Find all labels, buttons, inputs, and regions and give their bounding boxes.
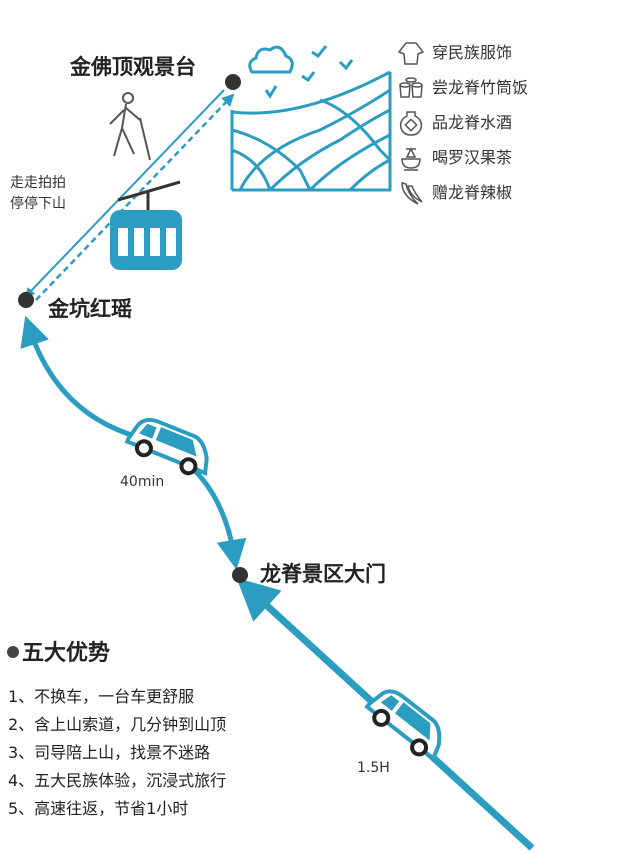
experience-item: 尝龙脊竹筒饭 [398, 75, 528, 101]
experience-item: 品龙脊水酒 [398, 110, 512, 136]
experience-label: 穿民族服饰 [432, 43, 513, 62]
birds-icon [264, 45, 354, 99]
advantage-item: 2、含上山索道，几分钟到山顶 [8, 715, 227, 734]
duration-40min: 40min [120, 474, 165, 490]
gate-dot [232, 567, 248, 583]
wine-jar-icon [399, 111, 423, 136]
cable-line [24, 89, 225, 298]
gate-label: 龙脊景区大门 [260, 562, 386, 586]
experience-item: 赠龙脊辣椒 [398, 180, 512, 206]
advantage-item: 3、司导陪上山，找景不迷路 [8, 743, 211, 762]
cable-note-line-1: 走走拍拍 [10, 175, 66, 191]
cable-car-icon [110, 180, 182, 270]
jinkeng-dot [18, 292, 34, 308]
costume-icon [398, 42, 424, 65]
duration-1-5h: 1.5H [357, 760, 390, 776]
bamboo-rice-icon [399, 77, 423, 98]
tea-cup-icon [401, 147, 421, 171]
experience-label: 赠龙脊辣椒 [432, 183, 513, 202]
summit-dot [225, 74, 241, 90]
cable-note-line-2: 停停下山 [10, 196, 66, 212]
advantage-item: 5、高速往返，节省1小时 [8, 799, 189, 818]
experience-item: 穿民族服饰 [398, 40, 512, 66]
cable-dashed-line [35, 93, 235, 301]
terraces-icon [230, 70, 392, 192]
advantages-title: 五大优势 [22, 641, 111, 666]
experience-label: 尝龙脊竹筒饭 [432, 78, 529, 97]
advantage-item: 4、五大民族体验，沉浸式旅行 [8, 771, 227, 790]
cloud-icon [248, 45, 294, 74]
experience-item: 喝罗汉果茶 [398, 145, 512, 171]
experience-label: 喝罗汉果茶 [432, 148, 513, 167]
experience-label: 品龙脊水酒 [432, 113, 513, 132]
car-icon [122, 411, 219, 482]
jinkeng-label: 金坑红瑶 [48, 297, 132, 321]
hiker-icon [109, 92, 151, 161]
summit-label: 金佛顶观景台 [70, 55, 196, 79]
car-icon [360, 681, 454, 767]
advantage-item: 1、不换车，一台车更舒服 [8, 687, 195, 706]
chili-icon [401, 182, 423, 205]
bullet-dot [7, 646, 19, 658]
